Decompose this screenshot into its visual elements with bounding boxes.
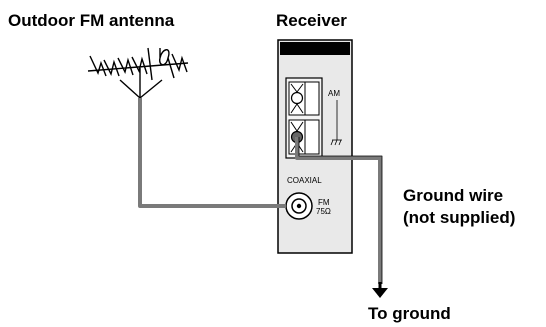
receiver-panel: ANTENNA AM	[277, 39, 353, 254]
fm-label: FM	[318, 198, 330, 207]
fm-antenna-icon	[87, 47, 189, 99]
ground-wire-label: Ground wire (not supplied)	[403, 185, 515, 229]
ground-wire-outline	[298, 137, 383, 284]
am-label: AM	[328, 89, 340, 98]
panel-header: ANTENNA	[293, 44, 337, 54]
receiver-title: Receiver	[276, 11, 347, 30]
to-ground-label: To ground	[368, 304, 451, 323]
ground-wire-label-line1: Ground wire	[403, 186, 504, 205]
antenna-title: Outdoor FM antenna	[8, 11, 175, 30]
ground-wire-label-line2: (not supplied)	[403, 208, 516, 227]
arrow-down-icon	[372, 282, 388, 298]
impedance-label: 75Ω	[316, 207, 331, 216]
am-terminal	[288, 81, 320, 116]
ground-terminal	[288, 119, 320, 155]
ground-symbol-icon	[330, 133, 342, 146]
am-terminal-block	[285, 77, 323, 159]
ground-wire	[295, 137, 382, 284]
fm-coaxial-jack	[285, 192, 313, 220]
coaxial-cable	[138, 98, 286, 208]
coaxial-label: COAXIAL	[287, 176, 322, 185]
